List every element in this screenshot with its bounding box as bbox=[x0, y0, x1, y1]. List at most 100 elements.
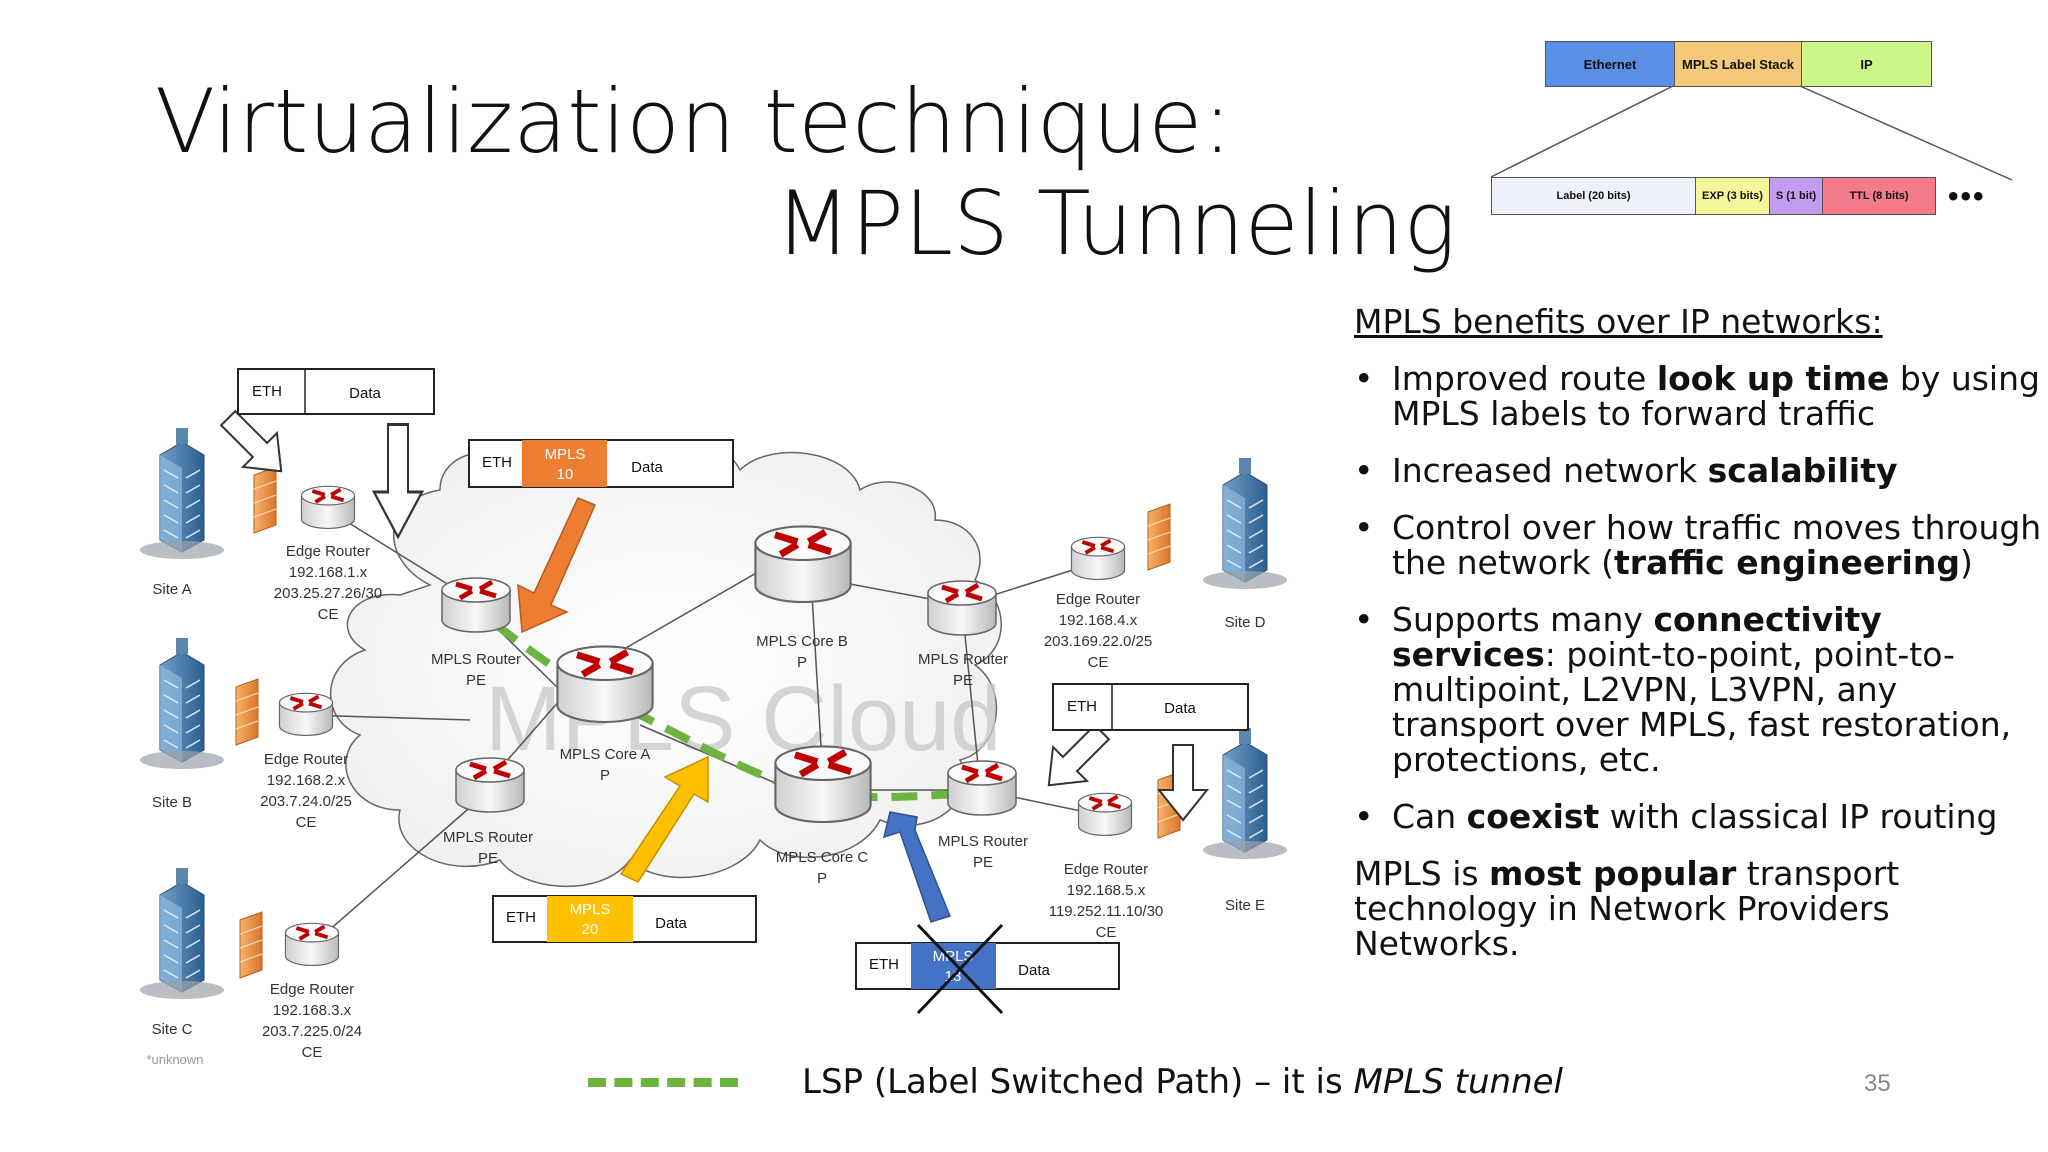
svg-text:CE: CE bbox=[318, 606, 339, 623]
site-c-building-icon bbox=[139, 867, 225, 1000]
title-line-2: MPLS Tunneling bbox=[775, 172, 1457, 275]
title-line-1: Virtualization technique: bbox=[155, 70, 1233, 173]
core-c-label: MPLS Core C P bbox=[776, 849, 869, 887]
svg-text:MPLS Router: MPLS Router bbox=[918, 651, 1008, 668]
credit-text: *unknown bbox=[146, 1052, 203, 1067]
svg-text:Data: Data bbox=[1164, 700, 1196, 717]
packet-mpls-10: ETH MPLS 10 Data bbox=[468, 439, 734, 488]
svg-text:ETH: ETH bbox=[1067, 698, 1097, 715]
s-field: S (1 bit) bbox=[1769, 177, 1823, 215]
site-a-firewall-icon bbox=[253, 466, 277, 534]
benefits-list: Improved route look up time by using MPL… bbox=[1354, 361, 2044, 834]
site-a-building-icon bbox=[139, 427, 225, 560]
svg-text:MPLS: MPLS bbox=[545, 446, 586, 463]
svg-text:192.168.1.x: 192.168.1.x bbox=[289, 564, 368, 581]
svg-text:MPLS Core A: MPLS Core A bbox=[560, 746, 651, 763]
lsp-legend-swatch bbox=[588, 1078, 738, 1087]
packet-eth-data-2: ETH Data bbox=[1052, 683, 1249, 731]
svg-text:192.168.3.x: 192.168.3.x bbox=[273, 1002, 352, 1019]
site-d-label: Site D bbox=[1225, 614, 1266, 631]
svg-text:Data: Data bbox=[655, 915, 687, 932]
pe-router-2-icon bbox=[456, 758, 524, 812]
mpls-network-diagram: MPLS Cloud Site A bbox=[139, 368, 1288, 1067]
svg-text:ETH: ETH bbox=[506, 909, 536, 926]
svg-text:192.168.4.x: 192.168.4.x bbox=[1059, 612, 1138, 629]
yellow-arrow bbox=[619, 755, 709, 883]
svg-text:MPLS Router: MPLS Router bbox=[443, 829, 533, 846]
benefits-summary: MPLS is most popular transport technolog… bbox=[1354, 854, 1900, 963]
lsp-legend-text: LSP (Label Switched Path) – it is MPLS t… bbox=[802, 1062, 1563, 1102]
svg-text:Edge Router: Edge Router bbox=[286, 543, 370, 560]
lsp-path bbox=[460, 597, 1001, 802]
ellipsis-icon: ••• bbox=[1948, 180, 1986, 213]
svg-text:P: P bbox=[817, 870, 827, 887]
svg-text:Data: Data bbox=[1018, 962, 1050, 979]
svg-text:MPLS Router: MPLS Router bbox=[938, 833, 1028, 850]
ip-field: IP bbox=[1801, 41, 1932, 87]
site-e-label: Site E bbox=[1225, 897, 1265, 914]
cross-out-icon bbox=[916, 923, 1004, 1015]
svg-text:PE: PE bbox=[466, 672, 486, 689]
site-b-label: Site B bbox=[152, 794, 192, 811]
packet-mpls-13-popped: ETH MPLS 13 Data bbox=[855, 923, 1120, 1015]
svg-text:119.252.11.10/30: 119.252.11.10/30 bbox=[1049, 903, 1164, 920]
edge-router-e-icon bbox=[1076, 791, 1134, 838]
svg-text:MPLS Core B: MPLS Core B bbox=[756, 633, 848, 650]
svg-text:Data: Data bbox=[631, 459, 663, 476]
packet-mpls-20: ETH MPLS 20 Data bbox=[492, 895, 757, 943]
svg-text:PE: PE bbox=[953, 672, 973, 689]
ethernet-field: Ethernet bbox=[1545, 41, 1675, 87]
svg-text:Edge Router: Edge Router bbox=[1064, 861, 1148, 878]
svg-text:PE: PE bbox=[478, 850, 498, 867]
mpls-stack-field: MPLS Label Stack bbox=[1674, 41, 1802, 87]
benefits-heading: MPLS benefits over IP networks: bbox=[1354, 302, 1883, 341]
svg-text:ETH: ETH bbox=[252, 383, 282, 400]
list-item: Improved route look up time by using MPL… bbox=[1354, 361, 2044, 431]
svg-text:MPLS: MPLS bbox=[570, 901, 611, 918]
site-d-firewall-icon bbox=[1147, 503, 1171, 571]
packet-eth-data-1: ETH Data bbox=[237, 368, 435, 415]
pe-router-1-icon bbox=[442, 578, 510, 632]
site-d-building-icon bbox=[1202, 457, 1288, 590]
svg-text:CE: CE bbox=[1096, 924, 1117, 941]
site-b-building-icon bbox=[139, 637, 225, 770]
label-field: Label (20 bits) bbox=[1491, 177, 1696, 215]
svg-text:20: 20 bbox=[582, 921, 599, 938]
ttl-field: TTL (8 bits) bbox=[1822, 177, 1936, 215]
site-b-firewall-icon bbox=[235, 678, 259, 746]
edge-router-b-icon bbox=[277, 691, 335, 738]
edge-router-d-icon bbox=[1069, 535, 1127, 582]
svg-text:CE: CE bbox=[296, 814, 317, 831]
svg-text:Edge Router: Edge Router bbox=[264, 751, 348, 768]
svg-text:MPLS Router: MPLS Router bbox=[431, 651, 521, 668]
list-item: Can coexist with classical IP routing bbox=[1354, 799, 2044, 834]
svg-text:MPLS Core C: MPLS Core C bbox=[776, 849, 869, 866]
svg-text:CE: CE bbox=[302, 1044, 323, 1061]
svg-text:203.7.24.0/25: 203.7.24.0/25 bbox=[260, 793, 352, 810]
page-number: 35 bbox=[1864, 1070, 1891, 1097]
header-expand-lines bbox=[1490, 85, 2013, 181]
svg-text:192.168.2.x: 192.168.2.x bbox=[267, 772, 346, 789]
list-item: Control over how traffic moves through t… bbox=[1354, 510, 2044, 580]
core-a-label: MPLS Core AP bbox=[560, 746, 651, 784]
edge-router-a-icon bbox=[299, 484, 357, 531]
benefits-panel: MPLS benefits over IP networks: Improved… bbox=[1354, 304, 2044, 961]
site-c-label: Site C bbox=[152, 1021, 193, 1038]
svg-text:192.168.5.x: 192.168.5.x bbox=[1067, 882, 1146, 899]
pe-router-4-icon bbox=[948, 761, 1016, 815]
list-item: Increased network scalability bbox=[1354, 453, 2044, 488]
edge-router-e-label: Edge Router 192.168.5.x 119.252.11.10/30C… bbox=[1049, 861, 1164, 941]
site-a-label: Site A bbox=[152, 581, 191, 598]
edge-router-c-icon bbox=[283, 921, 341, 968]
svg-text:Data: Data bbox=[349, 385, 381, 402]
list-item: Supports many connectivity services: poi… bbox=[1354, 602, 2044, 777]
svg-text:203.7.225.0/24: 203.7.225.0/24 bbox=[262, 1023, 362, 1040]
svg-text:P: P bbox=[797, 654, 807, 671]
